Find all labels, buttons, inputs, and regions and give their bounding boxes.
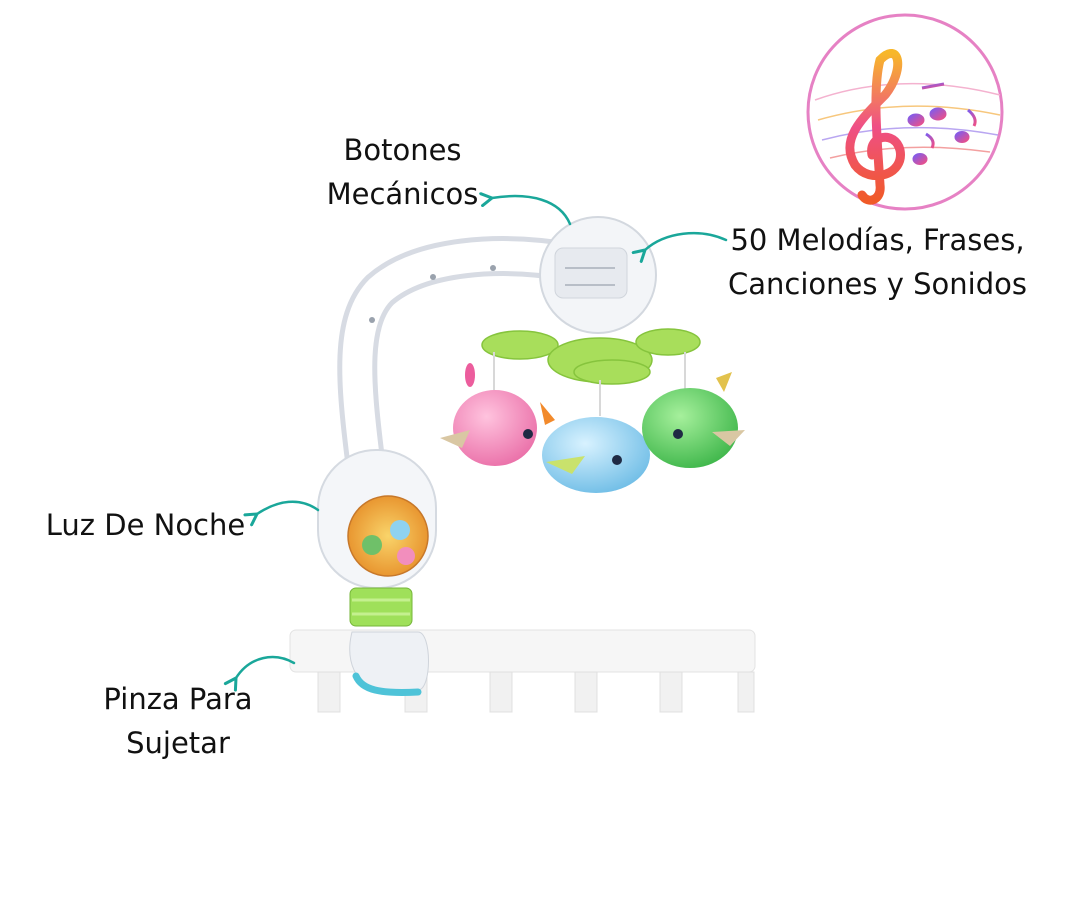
label-buttons-line1: Botones: [343, 133, 462, 167]
green-bird: [642, 372, 745, 468]
arrow-melodies: [631, 231, 728, 263]
music-badge-icon: [806, 13, 1004, 211]
pink-bird: [440, 363, 537, 466]
callout-arrows: [223, 192, 728, 692]
blue-bird: [540, 402, 650, 493]
label-clamp: Pinza Para Sujetar: [88, 677, 268, 765]
label-buttons-line2: Mecánicos: [326, 177, 479, 211]
mobile-arm: [337, 236, 590, 480]
label-buttons: Botones Mecánicos: [310, 128, 495, 216]
leaf-canopy: [481, 328, 701, 385]
label-night-light-text: Luz De Noche: [45, 508, 246, 542]
night-light-module: [317, 449, 437, 627]
label-clamp-line1: Pinza Para: [103, 682, 253, 716]
music-box-head: [539, 216, 657, 334]
label-melodies: 50 Melodías, Frases, Canciones y Sonidos: [705, 218, 1050, 306]
label-night-light: Luz De Noche: [38, 503, 253, 547]
arrow-night-light: [243, 500, 320, 527]
arrow-buttons: [479, 192, 572, 226]
label-melodies-line1: 50 Melodías, Frases,: [730, 223, 1025, 257]
crib-clamp: [349, 631, 429, 696]
arrow-clamp: [223, 655, 296, 692]
label-melodies-line2: Canciones y Sonidos: [728, 267, 1027, 301]
label-clamp-line2: Sujetar: [126, 726, 230, 760]
